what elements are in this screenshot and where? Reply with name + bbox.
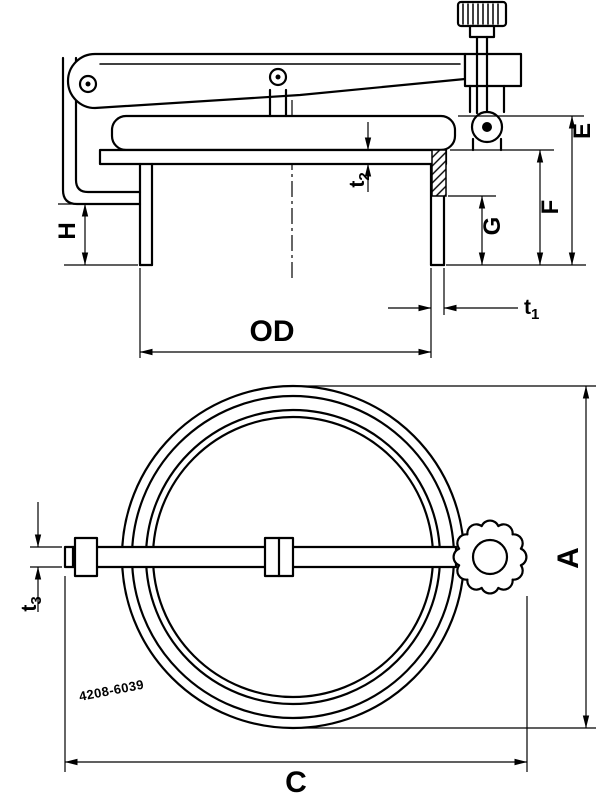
dim-F-label: F bbox=[537, 200, 564, 215]
handwheel bbox=[452, 519, 528, 595]
dimension-t2: t2 bbox=[346, 122, 373, 192]
spindle-assembly bbox=[456, 0, 508, 152]
handwheel-knurl bbox=[452, 519, 528, 595]
crossbar-body bbox=[63, 545, 458, 569]
side-view: E F G H t2 bbox=[54, 0, 596, 358]
dim-C-label: C bbox=[285, 766, 307, 799]
part-number-label: 4208-6039 bbox=[78, 677, 145, 704]
knurl-texture bbox=[462, 3, 499, 25]
dimension-OD: OD bbox=[139, 268, 432, 358]
crossbar bbox=[63, 536, 458, 578]
dimension-G: G bbox=[448, 195, 506, 266]
dimension-A: A bbox=[296, 385, 596, 729]
knob-collar bbox=[468, 24, 496, 39]
dimension-H: H bbox=[54, 203, 138, 266]
handwheel-hub bbox=[471, 538, 509, 576]
arm-body bbox=[66, 52, 467, 110]
cover-plate bbox=[110, 114, 457, 152]
hinge-block bbox=[73, 536, 99, 578]
dimension-F: F bbox=[450, 149, 564, 266]
lever-arm bbox=[66, 52, 523, 118]
dim-E-label: E bbox=[569, 123, 596, 139]
dim-t1-label: t1 bbox=[524, 296, 539, 323]
dimension-C: C bbox=[64, 576, 528, 799]
knurled-knob-side bbox=[456, 0, 508, 28]
dim-H-label: H bbox=[54, 222, 81, 239]
dimension-t3: t3 bbox=[18, 502, 62, 612]
dim-A-label: A bbox=[552, 547, 585, 569]
flange-ring bbox=[98, 148, 448, 166]
dimension-t1: t1 bbox=[388, 268, 539, 323]
dim-t3-label: t3 bbox=[18, 596, 45, 611]
weld-stud bbox=[431, 149, 447, 197]
dimension-E: E bbox=[458, 115, 596, 266]
dim-OD-label: OD bbox=[250, 315, 295, 348]
dim-t2-label: t2 bbox=[346, 172, 373, 187]
plan-view: A C t3 4208-6039 bbox=[18, 384, 596, 799]
arm-end-block bbox=[463, 52, 523, 88]
dim-G-label: G bbox=[479, 217, 506, 236]
